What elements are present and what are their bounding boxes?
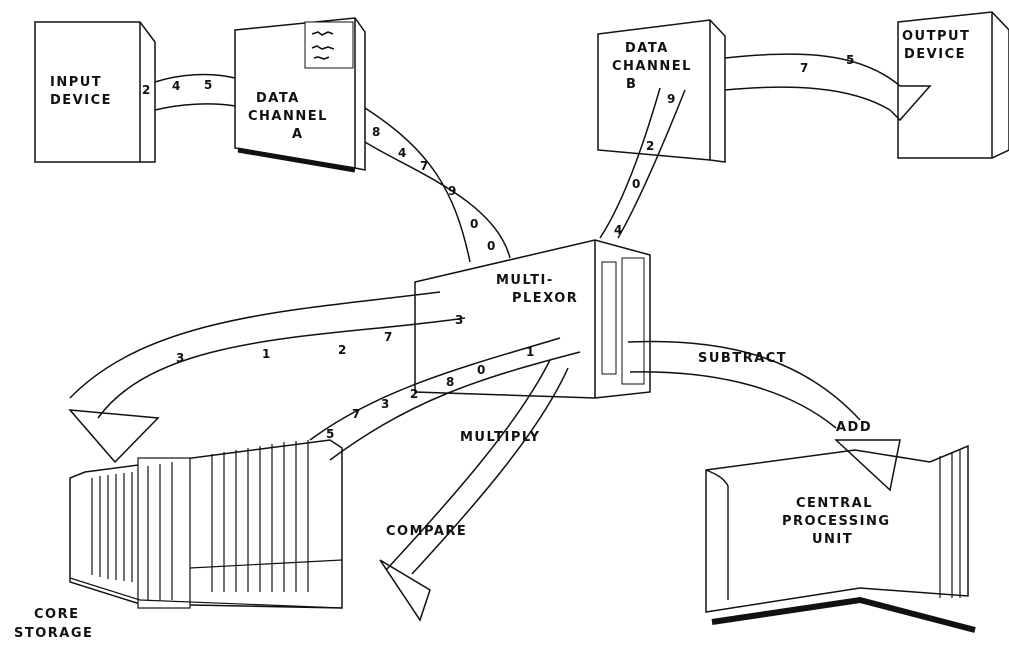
digit-a-2: 7 (420, 159, 428, 173)
channel-b-label-1: DATA (625, 41, 669, 56)
digit-input-2: 5 (204, 78, 212, 92)
digit-ret-2: 3 (381, 397, 389, 411)
core-to-multiplexor-band (309, 337, 581, 461)
core-arrowhead (68, 409, 160, 464)
channel-a-to-multiplexor-band (364, 107, 511, 263)
digit-ret-5: 0 (477, 363, 485, 377)
channel-a-label-2: CHANNEL (248, 109, 328, 124)
channel-b-label-2: CHANNEL (612, 59, 692, 74)
digit-out-1: 5 (846, 53, 854, 67)
digit-a-5: 0 (487, 239, 495, 253)
digit-a-1: 4 (398, 146, 406, 160)
multiplexor-to-core-band (69, 291, 466, 419)
digit-core-0: 3 (455, 313, 463, 327)
digit-out-0: 7 (800, 61, 808, 75)
input-device-label-1: INPUT (50, 75, 102, 90)
digit-ret-1: 7 (352, 407, 360, 421)
channel-b-label-3: B (626, 77, 637, 92)
multiplexor-label-2: PLEXOR (512, 291, 578, 306)
output-device: OUTPUT DEVICE (897, 11, 1009, 159)
compare-label: COMPARE (386, 524, 467, 539)
digit-ret-0: 5 (326, 427, 334, 441)
channel-b-to-output-band (724, 53, 901, 111)
digit-core-4: 3 (176, 351, 184, 365)
output-arrowhead (889, 85, 932, 122)
digit-b-1: 0 (632, 177, 640, 191)
input-device-label-2: DEVICE (50, 93, 112, 108)
multiply-label: MULTIPLY (460, 430, 541, 445)
input-device: INPUT DEVICE (34, 21, 156, 163)
cpu-label-2: PROCESSING (782, 514, 891, 529)
multiplexor-to-channel-b-band (599, 87, 686, 239)
digit-a-4: 0 (470, 217, 478, 231)
channel-a-label-1: DATA (256, 91, 300, 106)
digit-b-3: 9 (667, 92, 675, 106)
cpu-label-1: CENTRAL (796, 496, 873, 511)
core-storage: CORE STORAGE (14, 439, 343, 641)
digit-input-1: 4 (172, 79, 180, 93)
digit-a-3: 9 (448, 184, 456, 198)
output-device-label-1: OUTPUT (902, 29, 970, 44)
digit-b-2: 2 (646, 139, 654, 153)
flow-digits: 2 4 5 8 4 7 9 0 0 4 0 2 9 7 5 3 7 2 1 3 … (142, 53, 854, 441)
digit-a-0: 8 (372, 125, 380, 139)
core-storage-label-2: STORAGE (14, 626, 93, 641)
compare-arrowhead (379, 559, 431, 622)
digit-ret-4: 8 (446, 375, 454, 389)
channel-a-label-3: A (292, 127, 304, 142)
subtract-label: SUBTRACT (698, 351, 787, 366)
operation-labels: SUBTRACT ADD MULTIPLY COMPARE (386, 351, 872, 539)
output-device-label-2: DEVICE (904, 47, 966, 62)
digit-ret-3: 2 (410, 387, 418, 401)
data-channel-a: DATA CHANNEL A (234, 17, 366, 173)
add-label: ADD (836, 420, 872, 435)
digit-ret-6: 1 (526, 345, 534, 359)
digit-core-2: 2 (338, 343, 346, 357)
central-processing-unit: CENTRAL PROCESSING UNIT (705, 444, 976, 633)
cpu-arrowhead (834, 439, 901, 492)
cpu-label-3: UNIT (812, 532, 853, 547)
multiply-compare-band (385, 359, 569, 575)
multiplexor-label-1: MULTI- (496, 273, 554, 288)
core-storage-label-1: CORE (34, 607, 79, 622)
multiplexor: MULTI- PLEXOR (414, 239, 651, 399)
data-channel-b: DATA CHANNEL B (597, 19, 726, 163)
input-to-channel-a-band (154, 73, 236, 111)
digit-core-3: 1 (262, 347, 270, 361)
digit-core-1: 7 (384, 330, 392, 344)
digit-b-0: 4 (614, 223, 622, 237)
digit-input-0: 2 (142, 83, 150, 97)
subtract-add-band (627, 340, 861, 429)
